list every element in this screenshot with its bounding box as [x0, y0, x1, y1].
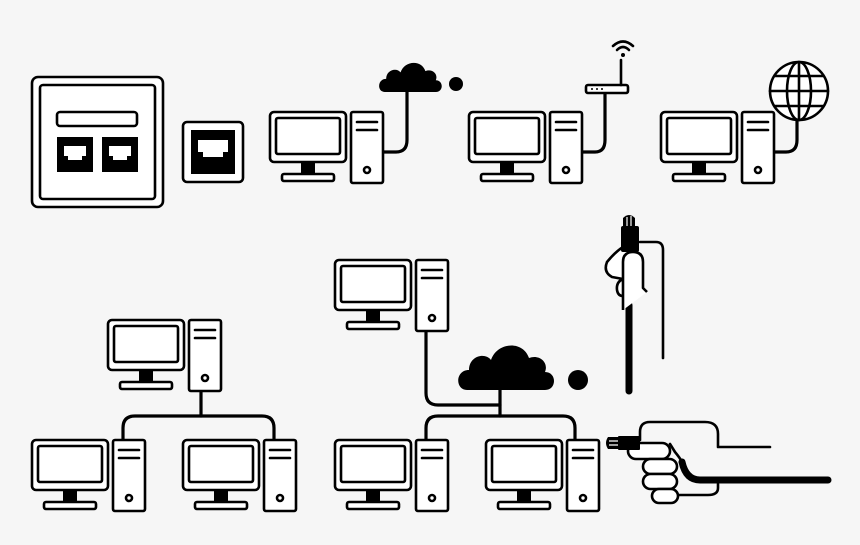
computer-router-group [467, 40, 635, 185]
computer-icon [659, 110, 776, 185]
ethernet-jack-icon [181, 120, 245, 184]
cloud-icon [379, 62, 442, 92]
cloud-network-group [333, 258, 601, 513]
cloud-icon [458, 345, 554, 390]
computer-icon [484, 438, 601, 513]
computer-icon [467, 110, 584, 185]
router-icon [584, 83, 630, 95]
computer-icon [106, 318, 223, 393]
network-tree-icon [30, 318, 298, 513]
computer-cloud-group [268, 62, 463, 185]
globe-icon [768, 60, 830, 122]
wifi-icon [611, 40, 635, 57]
computer-icon [333, 258, 450, 333]
computer-icon [181, 438, 298, 513]
wall-socket-icon [30, 75, 165, 209]
computer-icon [30, 438, 147, 513]
computer-globe-group [659, 60, 830, 185]
computer-icon [268, 110, 385, 185]
computer-icon [333, 438, 450, 513]
hand-holding-cable-icon [604, 215, 665, 395]
hand-plugging-cable-icon [606, 420, 832, 505]
